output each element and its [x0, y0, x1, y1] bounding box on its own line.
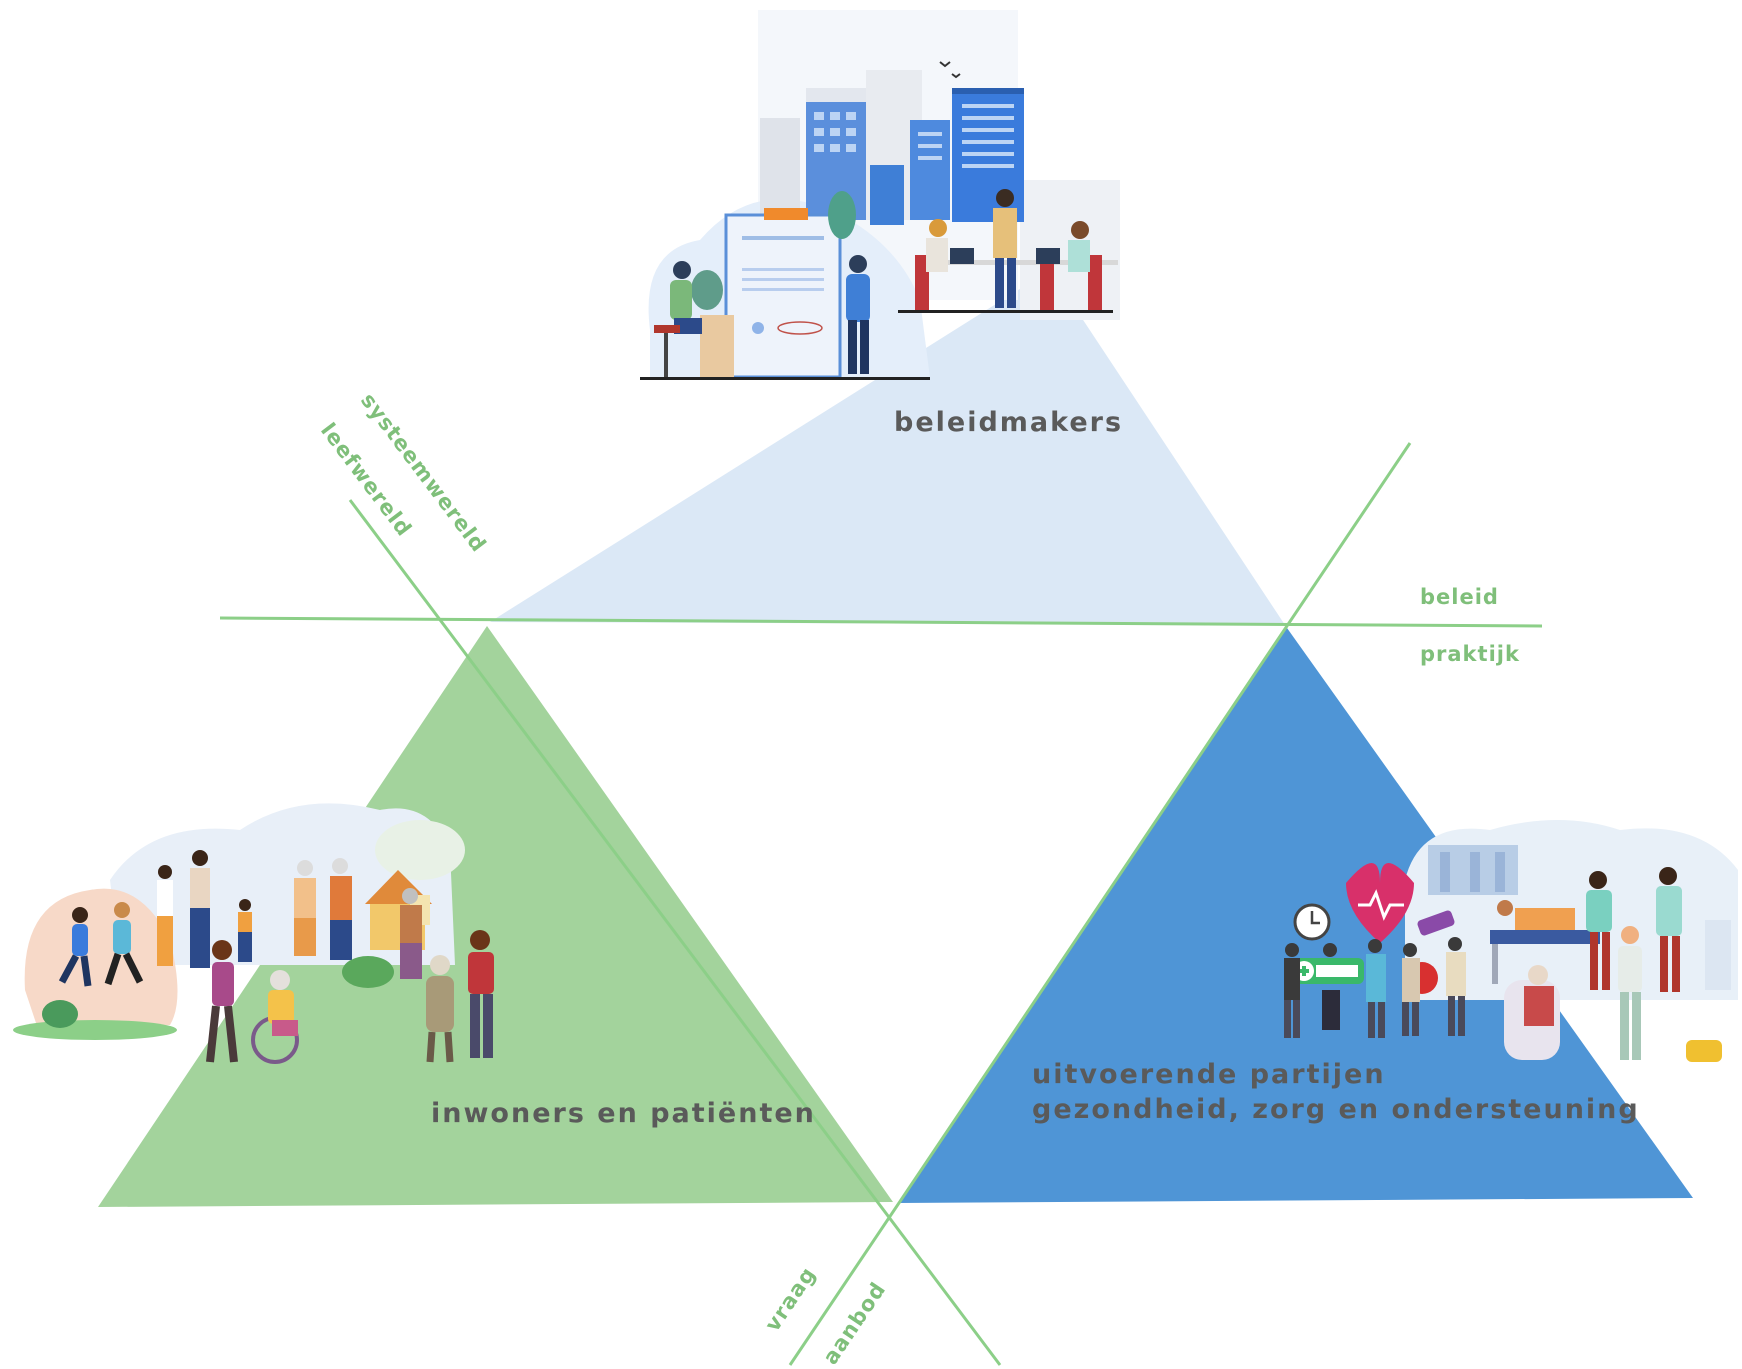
community-residents-illustration — [13, 803, 494, 1064]
label-uitvoerende-partijen: uitvoerende partijen — [1032, 1059, 1386, 1090]
systeem-leef-divider — [348, 499, 1002, 1366]
label-inwoners-en-patienten: inwoners en patiënten — [431, 1098, 816, 1129]
axis-label-vraag: vraag — [760, 1262, 820, 1335]
label-beleidmakers: beleidmakers — [894, 407, 1123, 438]
label-gezondheid-zorg: gezondheid, zorg en ondersteuning — [1032, 1094, 1640, 1125]
top-triangle-beleidmakers — [490, 270, 1285, 625]
healthcare-workers-illustration — [1284, 820, 1738, 1062]
axis-label-praktijk: praktijk — [1420, 642, 1520, 666]
axis-label-beleid: beleid — [1420, 585, 1499, 609]
divider-lines — [219, 442, 1543, 1366]
vraag-aanbod-divider — [788, 442, 1412, 1366]
left-triangle-inwoners — [98, 626, 893, 1207]
axis-label-aanbod: aanbod — [818, 1278, 890, 1369]
office-policy-illustration — [640, 10, 1120, 380]
